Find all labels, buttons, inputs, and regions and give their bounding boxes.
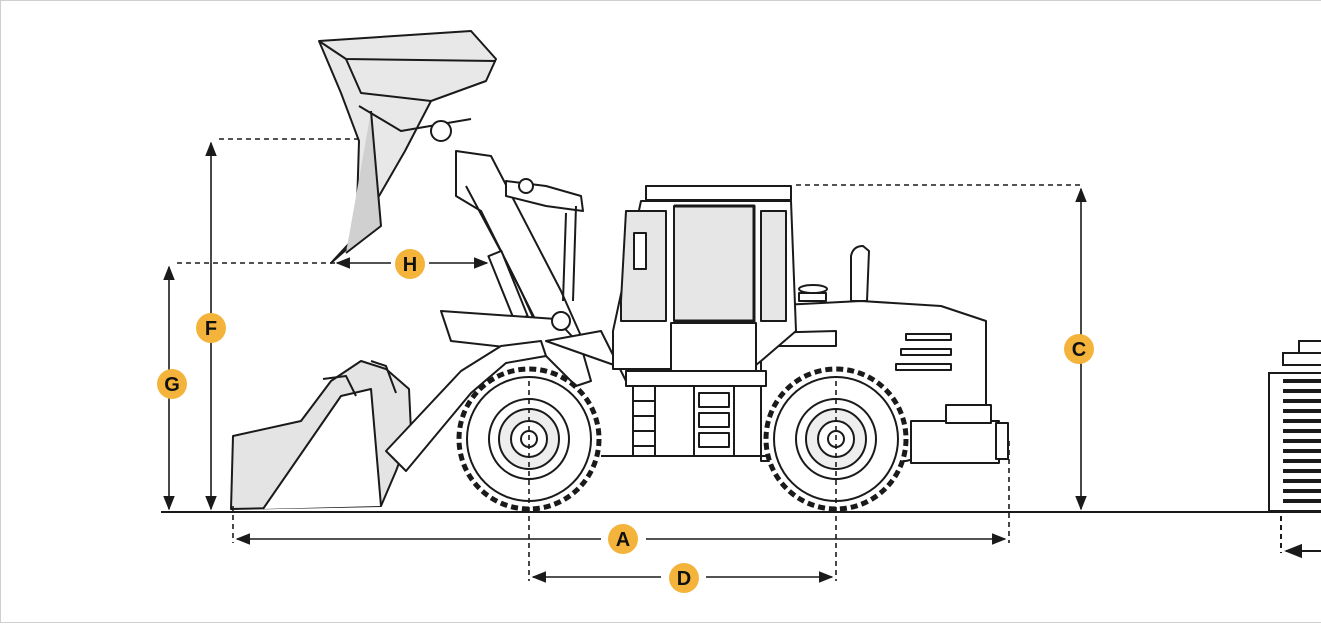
badge-f-circle [196,313,226,343]
label-a: A [608,524,638,554]
label-d: D [669,563,699,593]
label-g: G [157,369,187,399]
badge-c-circle [1064,334,1094,364]
badge-d-circle [669,563,699,593]
badge-g-text: G [164,374,180,396]
raised-bucket [318,30,497,264]
badge-g-circle [157,369,187,399]
badge-d-text: D [677,568,691,590]
front-view-partial [1268,340,1321,559]
label-f: F [196,313,226,343]
badge-a-circle [608,524,638,554]
label-c: C [1064,334,1094,364]
badge-f-text: F [205,318,217,340]
operator-cab [612,185,797,372]
label-h: H [395,249,425,279]
badge-h-text: H [403,254,417,276]
lift-arm [440,150,592,387]
badge-h-circle [395,249,425,279]
lowered-bucket [230,340,547,510]
badge-a-text: A [616,529,630,551]
badge-c-text: C [1072,339,1086,361]
